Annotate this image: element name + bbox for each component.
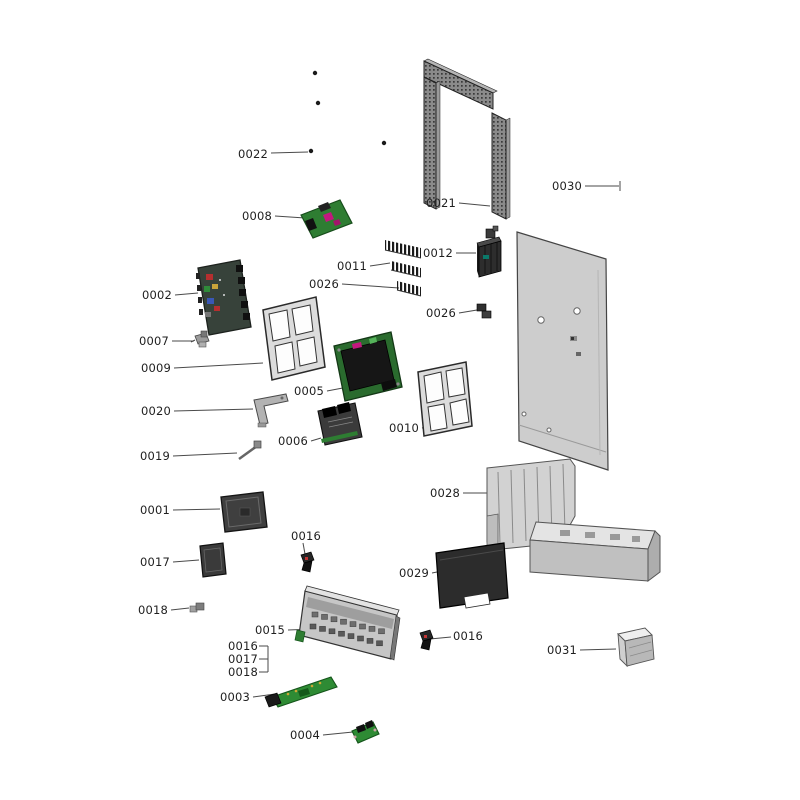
part-0004-pcb (351, 720, 380, 744)
screw-dot-0 (312, 70, 318, 76)
screw-dots (308, 70, 387, 154)
leader-line-0001-17 (172, 508, 221, 511)
part-0016-clip-lower (419, 629, 434, 651)
leader-line-0003-28 (252, 693, 276, 698)
part-0008-pcb (300, 199, 353, 239)
part-label-0031-24: 0031 (547, 643, 577, 657)
part-label-0020-12: 0020 (141, 404, 171, 418)
part-label-0010-13: 0010 (389, 421, 419, 435)
part-0026-small (476, 303, 492, 319)
leader-line-0011-5 (369, 262, 391, 267)
leader-line-0016-18 (302, 542, 306, 555)
leader-line-0018-21 (170, 607, 190, 611)
leader-line-0006-14 (310, 437, 322, 442)
part-labels-layer: 0022 0030 0008 0021 0012 0011 0026 0002 0026 0007… (138, 147, 582, 742)
leader-line-0009-10 (173, 362, 264, 369)
leader-line-0026-6 (341, 283, 400, 289)
part-label-0029-20: 0029 (399, 566, 429, 580)
part-0001-panel (220, 491, 268, 533)
part-0018-part (189, 602, 205, 613)
part-0012-component (476, 225, 502, 278)
part-label-0008-2: 0008 (242, 209, 272, 223)
part-label-0017-19: 0017 (140, 555, 170, 569)
part-label-0028-16: 0028 (430, 486, 460, 500)
part-0017-panel (199, 542, 227, 578)
part-0003-strip-pcb (264, 676, 338, 708)
part-label-0016-18: 0016 (291, 529, 321, 543)
leader-line-0004-29 (322, 731, 354, 736)
part-label-0016-25: 0016 (228, 639, 258, 653)
leader-line-0020-12 (173, 408, 254, 412)
screw-dot-2 (381, 140, 387, 146)
part-label-0009-10: 0009 (141, 361, 171, 375)
part-label-0018-21: 0018 (138, 603, 168, 617)
leader-line-0029-20 (431, 571, 438, 574)
part-label-0017-26: 0017 (228, 652, 258, 666)
part-0016-clip-upper (300, 551, 315, 573)
part-0031-box (617, 627, 655, 668)
part-label-0021-3: 0021 (426, 196, 456, 210)
part-0029-panel (435, 542, 509, 609)
part-0019-pin (238, 440, 262, 461)
part-label-0015-22: 0015 (255, 623, 285, 637)
part-label-0006-14: 0006 (278, 434, 308, 448)
leader-line-0021-3 (458, 202, 491, 207)
part-0007-connector (190, 330, 210, 348)
leader-line-0022-0 (270, 151, 309, 154)
part-label-0004-29: 0004 (290, 728, 320, 742)
part-label-0003-28: 0003 (220, 690, 250, 704)
part-0005-display-pcb (333, 331, 403, 402)
part-label-0007-9: 0007 (139, 334, 169, 348)
part-label-0002-7: 0002 (142, 288, 172, 302)
screw-dot-1 (315, 100, 321, 106)
part-label-0018-27: 0018 (228, 665, 258, 679)
part-0002-pcb (196, 259, 252, 336)
leader-line-0017-19 (172, 559, 200, 563)
screw-dot-3 (308, 148, 314, 154)
part-0010-frame (417, 361, 473, 437)
part-label-0030-1: 0030 (552, 179, 582, 193)
part-0028-chassis (486, 458, 661, 582)
part-0011-pin-headers (384, 240, 422, 297)
part-label-0026-6: 0026 (309, 277, 339, 291)
part-label-0005-11: 0005 (294, 384, 324, 398)
part-label-0011-5: 0011 (337, 259, 367, 273)
part-back-panel (516, 231, 609, 471)
part-label-0012-4: 0012 (423, 246, 453, 260)
leader-line-0026-8 (458, 309, 478, 314)
part-label-0016-23: 0016 (453, 629, 483, 643)
part-label-0022-0: 0022 (238, 147, 268, 161)
leader-line-0008-2 (274, 215, 306, 219)
leader-line-0031-24 (579, 648, 617, 651)
part-label-0026-8: 0026 (426, 306, 456, 320)
leader-line-0002-7 (174, 292, 199, 296)
part-0015-control-panel (294, 585, 401, 661)
leader-line-0019-15 (172, 452, 238, 457)
part-label-0001-17: 0001 (140, 503, 170, 517)
part-0009-frame (262, 296, 326, 381)
part-0006-pcb (317, 402, 363, 446)
part-0021-rails (423, 58, 511, 220)
leader-line-0016-23 (429, 636, 452, 640)
part-label-0019-15: 0019 (140, 449, 170, 463)
part-0020-bracket (253, 393, 289, 428)
